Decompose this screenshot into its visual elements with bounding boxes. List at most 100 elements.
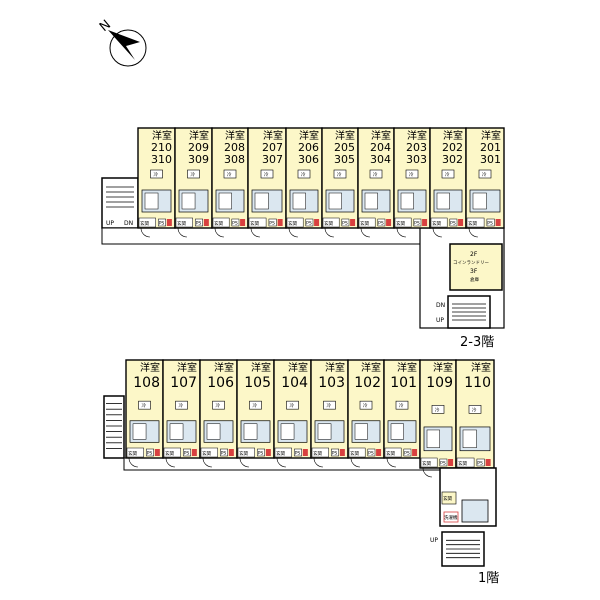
- fridge-label: 冷: [179, 402, 184, 409]
- room-type-label: 洋室: [371, 129, 391, 142]
- entry-area: [200, 447, 218, 458]
- door-swing: [140, 227, 151, 238]
- ps-box: [377, 218, 386, 227]
- ps-box: [195, 218, 204, 227]
- coin-laundry-room: [449, 243, 503, 291]
- meter-marker: [350, 219, 356, 226]
- entry-area: [274, 447, 292, 458]
- bathtub: [472, 192, 487, 210]
- fridge-box: [223, 169, 237, 179]
- fridge-box: [431, 405, 445, 414]
- entry-area: [430, 217, 448, 228]
- entry-area: [384, 447, 402, 458]
- ps-label: PS: [184, 451, 190, 457]
- room-type-label: 洋室: [443, 129, 463, 142]
- ps-box: [294, 448, 303, 457]
- entry-label: 玄関: [288, 220, 297, 227]
- upper-left-stair: [101, 177, 139, 229]
- ps-box: [257, 448, 266, 457]
- bathtub: [144, 192, 159, 210]
- door-swing: [214, 227, 225, 238]
- fridge-label: 冷: [482, 171, 487, 178]
- ps-box: [439, 458, 448, 467]
- entry-area: [212, 217, 230, 228]
- ps-label: PS: [440, 461, 446, 467]
- door-swing: [350, 457, 361, 468]
- room-type-label: 洋室: [263, 129, 283, 142]
- ps-label: PS: [487, 221, 493, 227]
- ps-label: PS: [414, 221, 420, 227]
- bathtub: [132, 423, 147, 440]
- room-type-label: 洋室: [335, 129, 355, 142]
- door-swing: [386, 457, 397, 468]
- room-type-label: 洋室: [140, 361, 160, 374]
- room-type-label: 洋室: [299, 129, 319, 142]
- door-swing: [177, 227, 188, 238]
- fridge-label: 冷: [327, 402, 332, 409]
- ps-box: [367, 448, 376, 457]
- bathtub: [243, 423, 258, 440]
- room-number: 103: [318, 375, 345, 391]
- entry-label: 玄関: [468, 220, 477, 227]
- entry-label: 玄関: [165, 450, 174, 457]
- ps-label: PS: [477, 461, 483, 467]
- ps-box: [331, 448, 340, 457]
- room-number-bottom: 302: [442, 153, 463, 166]
- entry-area: [456, 457, 475, 468]
- room-number-bottom: 303: [406, 153, 427, 166]
- bathtub: [426, 429, 440, 448]
- room-number-top: 206: [298, 141, 319, 154]
- meter-marker: [228, 449, 234, 456]
- entry-area: [311, 447, 329, 458]
- room-type-label: 洋室: [433, 361, 453, 374]
- entry-area: [126, 447, 144, 458]
- entry-label: 玄関: [350, 450, 359, 457]
- fridge-label: 冷: [435, 406, 440, 413]
- fridge-box: [187, 169, 200, 179]
- ps-box: [305, 218, 314, 227]
- room-type-label: 洋室: [481, 129, 501, 142]
- entry-label: 玄関: [140, 220, 149, 227]
- room-number-bottom: 309: [188, 153, 209, 166]
- room-type-label: 洋室: [407, 129, 427, 142]
- room-number-top: 205: [334, 141, 355, 154]
- door-swing: [202, 457, 213, 468]
- entry-area: [175, 217, 193, 228]
- entry-label: 玄関: [432, 220, 441, 227]
- fridge-box: [323, 400, 336, 410]
- fridge-label: 冷: [373, 171, 378, 178]
- room-number-bottom: 305: [334, 153, 355, 166]
- meter-marker: [203, 219, 209, 226]
- bathtub: [169, 423, 184, 440]
- bathtub: [400, 192, 414, 210]
- room-number: 104: [281, 375, 308, 391]
- meter-marker: [376, 449, 382, 456]
- entry-area: [420, 457, 438, 468]
- ps-label: PS: [221, 451, 227, 457]
- ps-label: PS: [295, 451, 301, 457]
- room-number-top: 209: [188, 141, 209, 154]
- fridge-label: 冷: [290, 402, 295, 409]
- bathtub: [181, 192, 196, 210]
- ps-box: [183, 448, 192, 457]
- fridge-label: 冷: [191, 171, 196, 178]
- meter-marker: [265, 449, 271, 456]
- room-type-label: 洋室: [152, 129, 172, 142]
- entry-label: 玄関: [324, 220, 333, 227]
- door-swing: [288, 227, 299, 238]
- ps-box: [268, 218, 277, 227]
- ps-label: PS: [232, 221, 238, 227]
- fridge-box: [175, 400, 188, 410]
- room-number-bottom: 301: [480, 153, 501, 166]
- room-number: 102: [354, 375, 381, 391]
- laundry-line-3: 3F: [470, 268, 478, 275]
- fridge-box: [260, 169, 274, 179]
